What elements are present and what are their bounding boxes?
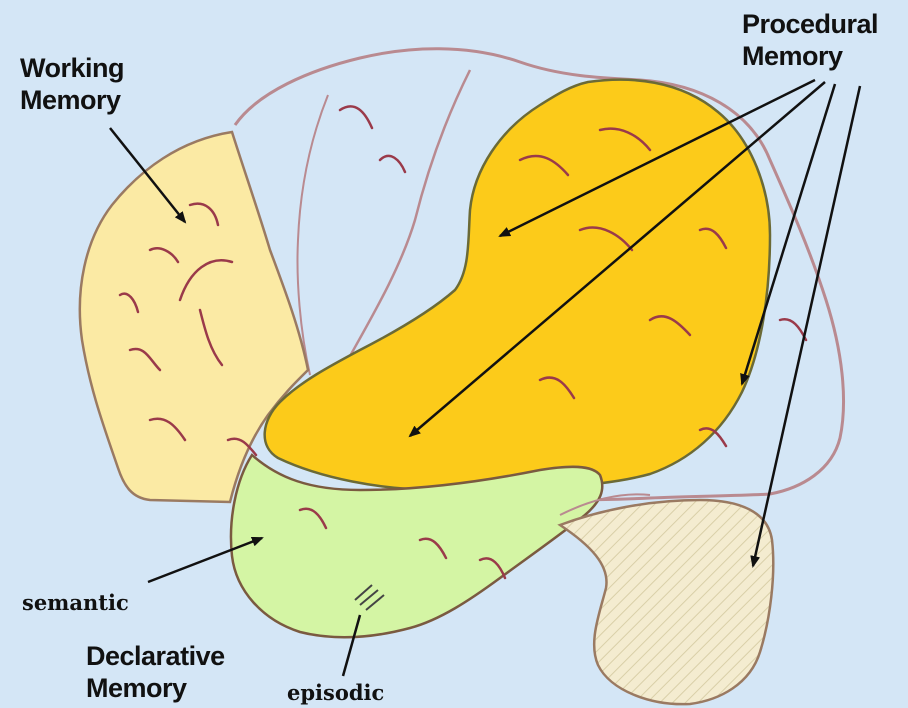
working-memory-label-line-1: Working <box>20 52 124 84</box>
working-memory-label: Working Memory <box>20 52 124 116</box>
parietal-sulcus-line <box>298 95 329 375</box>
declarative-memory-label-line-2: Memory <box>86 672 225 704</box>
episodic-label: episodic <box>287 680 384 706</box>
procedural-memory-label-line-1: Procedural <box>742 8 878 40</box>
procedural-memory-label-line-2: Memory <box>742 40 878 72</box>
semantic-label: semantic <box>22 590 129 616</box>
declarative-memory-label: Declarative Memory <box>86 640 225 704</box>
cerebellum-region <box>560 500 773 704</box>
declarative-memory-label-line-1: Declarative <box>86 640 225 672</box>
procedural-memory-label: Procedural Memory <box>742 8 878 72</box>
working-memory-label-line-2: Memory <box>20 84 124 116</box>
